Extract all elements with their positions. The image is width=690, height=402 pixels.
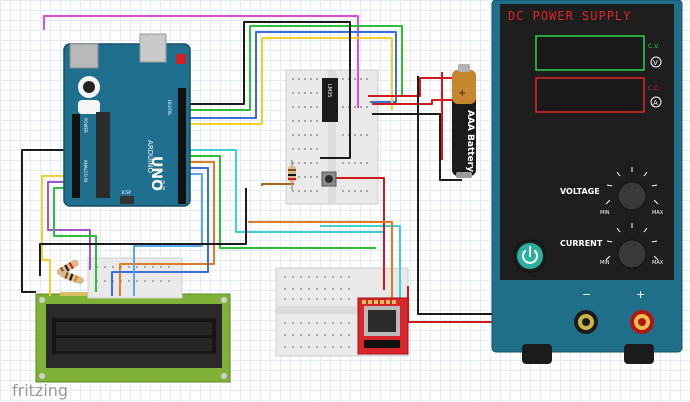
dc-power-supply[interactable]: DC POWER SUPPLY C.V. V C.C. A VOLTAGE MI… (491, 0, 683, 364)
arduino-rx-label: RX (160, 186, 166, 191)
arduino-analog-label: ANALOG IN (83, 160, 88, 182)
power-icon (522, 246, 538, 264)
voltage-max-label: MAX (652, 210, 664, 216)
cv-display (535, 35, 645, 71)
arduino-brand: ARDUINO (146, 140, 154, 173)
resistor-3[interactable] (60, 270, 85, 285)
terminal-minus-label: − (582, 288, 591, 301)
ic-chip[interactable]: LM35 (322, 78, 338, 122)
terminal-positive[interactable] (630, 310, 654, 334)
wire-green-left (53, 187, 97, 292)
cc-display (535, 77, 645, 113)
cv-label: C.V. (648, 43, 659, 50)
fritzing-watermark: fritzing (12, 381, 68, 400)
current-max-label: MAX (652, 260, 664, 266)
wire-cyan-right (320, 225, 401, 300)
voltage-knob[interactable] (617, 181, 647, 211)
power-header (72, 114, 80, 198)
volt-unit: V (653, 59, 658, 67)
wire-yellow-top (186, 37, 393, 125)
terminal-negative[interactable] (574, 310, 598, 334)
wire-orange-right (248, 221, 393, 300)
wire-blue-lower (111, 167, 209, 296)
wire-green-mid (186, 155, 376, 249)
voltage-knob-ticks (605, 167, 659, 205)
atmega-chip (96, 112, 110, 198)
current-min-label: MIN (600, 260, 610, 266)
arduino-digital-label: DIGITAL (167, 100, 172, 116)
amp-unit: A (653, 99, 658, 107)
wire-red-top-1 (368, 77, 462, 97)
voltage-min-label: MIN (600, 210, 610, 216)
current-knob[interactable] (617, 239, 647, 269)
resistor-1[interactable] (288, 160, 296, 190)
lcd-module[interactable] (35, 292, 231, 383)
wire-orange (119, 161, 215, 296)
wire-black-lower (39, 188, 247, 276)
reset-button[interactable] (176, 54, 186, 64)
aaa-battery[interactable]: AAA Battery + (452, 64, 476, 178)
usb-port-icon (139, 33, 167, 63)
ic-part-label: LM35 (326, 84, 332, 97)
battery-sign: + (458, 88, 466, 99)
arduino-icsp-label: ICSP (122, 190, 132, 195)
voltage-label: VOLTAGE (560, 187, 600, 196)
sd-card-module[interactable] (357, 297, 409, 355)
wire-brown (261, 183, 294, 186)
wire-red-top-2 (372, 99, 464, 105)
arduino-board-name: UNO (148, 156, 164, 191)
barrel-jack-icon (69, 43, 99, 69)
wire-black-left (21, 149, 64, 293)
current-label: CURRENT (560, 239, 603, 248)
push-button[interactable] (321, 171, 337, 187)
arduino-power-label: POWER (83, 118, 88, 133)
arduino-tx-label: TX (159, 180, 165, 185)
digital-header (178, 88, 186, 204)
battery-label: AAA Battery (465, 110, 475, 172)
wire-red-mid (336, 177, 385, 290)
lcd-pixel-grid (56, 322, 212, 351)
arduino-uno[interactable]: ARDUINO UNO ICSP TX RX DIGITAL POWER ANA… (63, 33, 191, 207)
terminal-plus-label: + (636, 288, 645, 301)
wire-magenta (43, 15, 359, 108)
wire-yellow-left (41, 175, 64, 296)
wire-black-battery (372, 113, 462, 181)
current-knob-ticks (605, 223, 659, 261)
cc-label: C.C. (648, 85, 660, 92)
power-supply-title: DC POWER SUPPLY (508, 9, 631, 23)
wire-black-top (186, 21, 351, 159)
wire-lightblue (133, 173, 203, 296)
